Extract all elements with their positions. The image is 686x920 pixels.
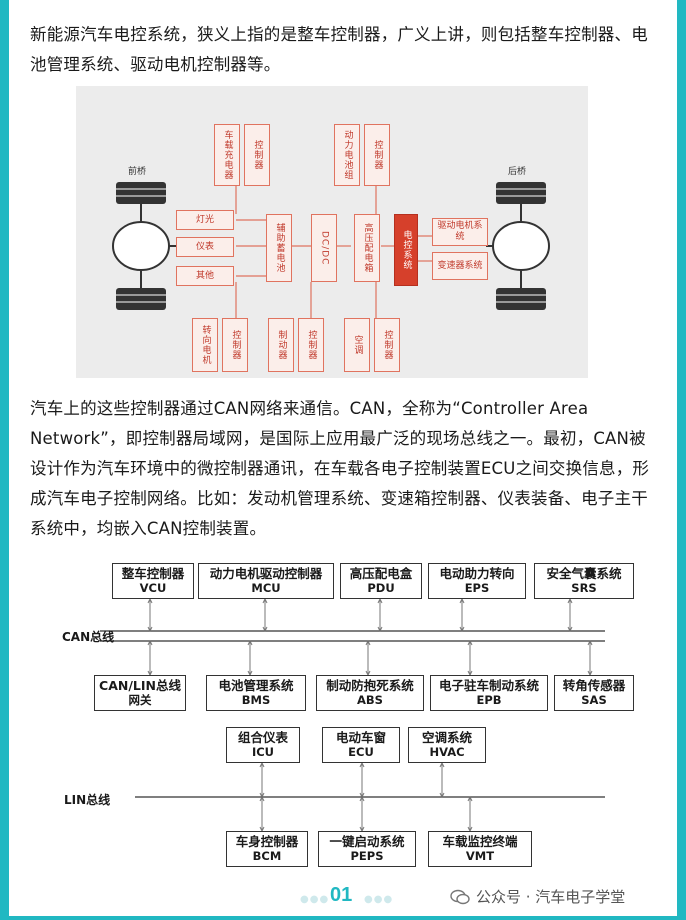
- decor-dots-right: ●●●: [364, 894, 394, 905]
- brake-controller-box: 控制器: [298, 318, 324, 372]
- front-axle-label: 前桥: [128, 167, 147, 177]
- gateway-box: CAN/LIN总线网关: [94, 675, 186, 711]
- steering-motor-box: 转向电机: [192, 318, 218, 372]
- decor-dots-left: ●●●: [300, 894, 330, 905]
- ac-box: 空调: [344, 318, 370, 372]
- can-bus-label: CAN总线: [62, 630, 115, 644]
- ac-controller-box: 控制器: [374, 318, 400, 372]
- transmission-box: 变速器系统: [432, 252, 488, 280]
- can-paragraph: 汽车上的这些控制器通过CAN网络来通信。CAN，全称为“Controller A…: [30, 399, 650, 538]
- aux-battery-box: 辅助蓄电池: [266, 214, 292, 282]
- other-box: 其他: [176, 266, 234, 286]
- page-footer: ●●● 01 ●●● 公众号 · 汽车电子学堂: [0, 878, 686, 916]
- charger-controller-box: 控制器: [244, 124, 270, 186]
- rear-wheel-top: [496, 182, 546, 204]
- front-wheel-bottom: [116, 288, 166, 310]
- rear-axle-label: 后桥: [508, 167, 527, 177]
- wechat-icon: [450, 889, 470, 904]
- light-box: 灯光: [176, 210, 234, 230]
- lin-bus-label: LIN总线: [64, 793, 111, 807]
- ecu-system-box: 电控系统: [394, 214, 418, 286]
- brake-box: 制动器: [268, 318, 294, 372]
- ev-system-diagram: 前桥 后桥 车载充电器 控制器 动力电池组 控制器 灯光 仪表 其他 辅助蓄电池…: [76, 86, 588, 378]
- steering-controller-box: 控制器: [222, 318, 248, 372]
- watermark-text: 公众号 · 汽车电子学堂: [476, 888, 626, 906]
- power-battery-box: 动力电池组: [334, 124, 360, 186]
- rear-axle-housing: [492, 221, 550, 271]
- front-axle-housing: [112, 221, 170, 271]
- bus-lines: [100, 597, 605, 833]
- front-wheel-top: [116, 182, 166, 204]
- watermark: 公众号 · 汽车电子学堂: [450, 886, 625, 907]
- onboard-charger-box: 车载充电器: [214, 124, 240, 186]
- battery-controller-box: 控制器: [364, 124, 390, 186]
- hv-distribution-box: 高压配电箱: [354, 214, 380, 282]
- meter-box: 仪表: [176, 237, 234, 257]
- drive-motor-box: 驱动电机系统: [432, 218, 488, 246]
- page-number: 01: [330, 884, 353, 906]
- dcdc-box: DC/DC: [311, 214, 337, 282]
- rear-wheel-bottom: [496, 288, 546, 310]
- diagram-connectors: [112, 166, 550, 318]
- intro-paragraph: 新能源汽车电控系统，狭义上指的是整车控制器，广义上讲，则包括整车控制器、电池管理…: [30, 25, 648, 74]
